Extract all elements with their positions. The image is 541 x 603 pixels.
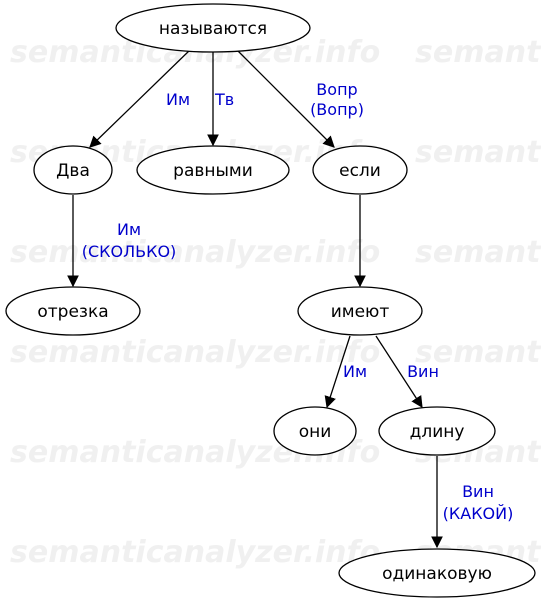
node-ellipse — [273, 406, 357, 456]
node-label: называются — [159, 19, 267, 39]
node-ellipse — [115, 3, 311, 53]
watermark-layer: semanticanalyzer.info semanticanalyzer.i… — [10, 35, 541, 570]
edge-arrow-imeyut-oni — [324, 335, 351, 409]
node-ellipse — [5, 286, 141, 336]
edge-label: Им — [166, 90, 190, 109]
watermark-text: semanticanalyzer.info — [415, 35, 541, 70]
edge-label: (КАКОЙ) — [443, 504, 514, 523]
edge-arrow-imeyut-dlinu — [375, 335, 423, 408]
watermark-text: semanticanalyzer.info — [415, 235, 541, 270]
edge-label: Вопр — [316, 80, 357, 99]
edge-label: Тв — [214, 90, 234, 109]
tree-node-odinakovuyu[interactable]: одинаковую — [338, 548, 536, 598]
tree-node-oni[interactable]: они — [273, 406, 357, 456]
edge-label-layer: Им Тв Вопр (Вопр) Им (СКОЛЬКО) Им Вин Ви… — [82, 80, 514, 523]
tree-node-imeyut[interactable]: имеют — [297, 286, 423, 336]
node-label: длину — [410, 422, 465, 442]
node-ellipse — [136, 145, 290, 195]
node-layer: называются Два равными если отрезка имею… — [5, 3, 536, 598]
watermark-text: semanticanalyzer.info — [10, 235, 380, 270]
node-ellipse — [297, 286, 423, 336]
edge-label: (СКОЛЬКО) — [82, 242, 177, 261]
node-ellipse — [338, 548, 536, 598]
edge-arrow-root-esli — [236, 49, 335, 148]
edge-arrow-root-dva — [89, 48, 192, 148]
node-label: одинаковую — [382, 564, 492, 584]
tree-node-otrezka[interactable]: отрезка — [5, 286, 141, 336]
edge-label: Вин — [462, 482, 494, 501]
node-label: равными — [173, 161, 253, 181]
edge-label: Им — [343, 362, 367, 381]
tree-node-esli[interactable]: если — [312, 145, 408, 195]
watermark-text: semanticanalyzer.info — [10, 535, 380, 570]
tree-node-root[interactable]: называются — [115, 3, 311, 53]
node-label: Два — [56, 161, 90, 181]
node-ellipse — [312, 145, 408, 195]
tree-node-dlinu[interactable]: длину — [378, 406, 496, 456]
edge-label: Им — [117, 220, 141, 239]
node-ellipse — [33, 145, 113, 195]
edge-layer — [67, 48, 443, 549]
edge-label: (Вопр) — [310, 100, 364, 119]
watermark-text: semanticanalyzer.info — [10, 335, 380, 370]
tree-node-dva[interactable]: Два — [33, 145, 113, 195]
node-ellipse — [378, 406, 496, 456]
watermark-text: semanticanalyzer.info — [415, 335, 541, 370]
watermark-text: semanticanalyzer.info — [415, 135, 541, 170]
tree-node-ravnymi[interactable]: равными — [136, 145, 290, 195]
edge-label: Вин — [407, 362, 439, 381]
node-label: если — [339, 161, 381, 181]
node-label: имеют — [331, 302, 390, 322]
node-label: отрезка — [37, 302, 108, 322]
node-label: они — [299, 422, 332, 442]
